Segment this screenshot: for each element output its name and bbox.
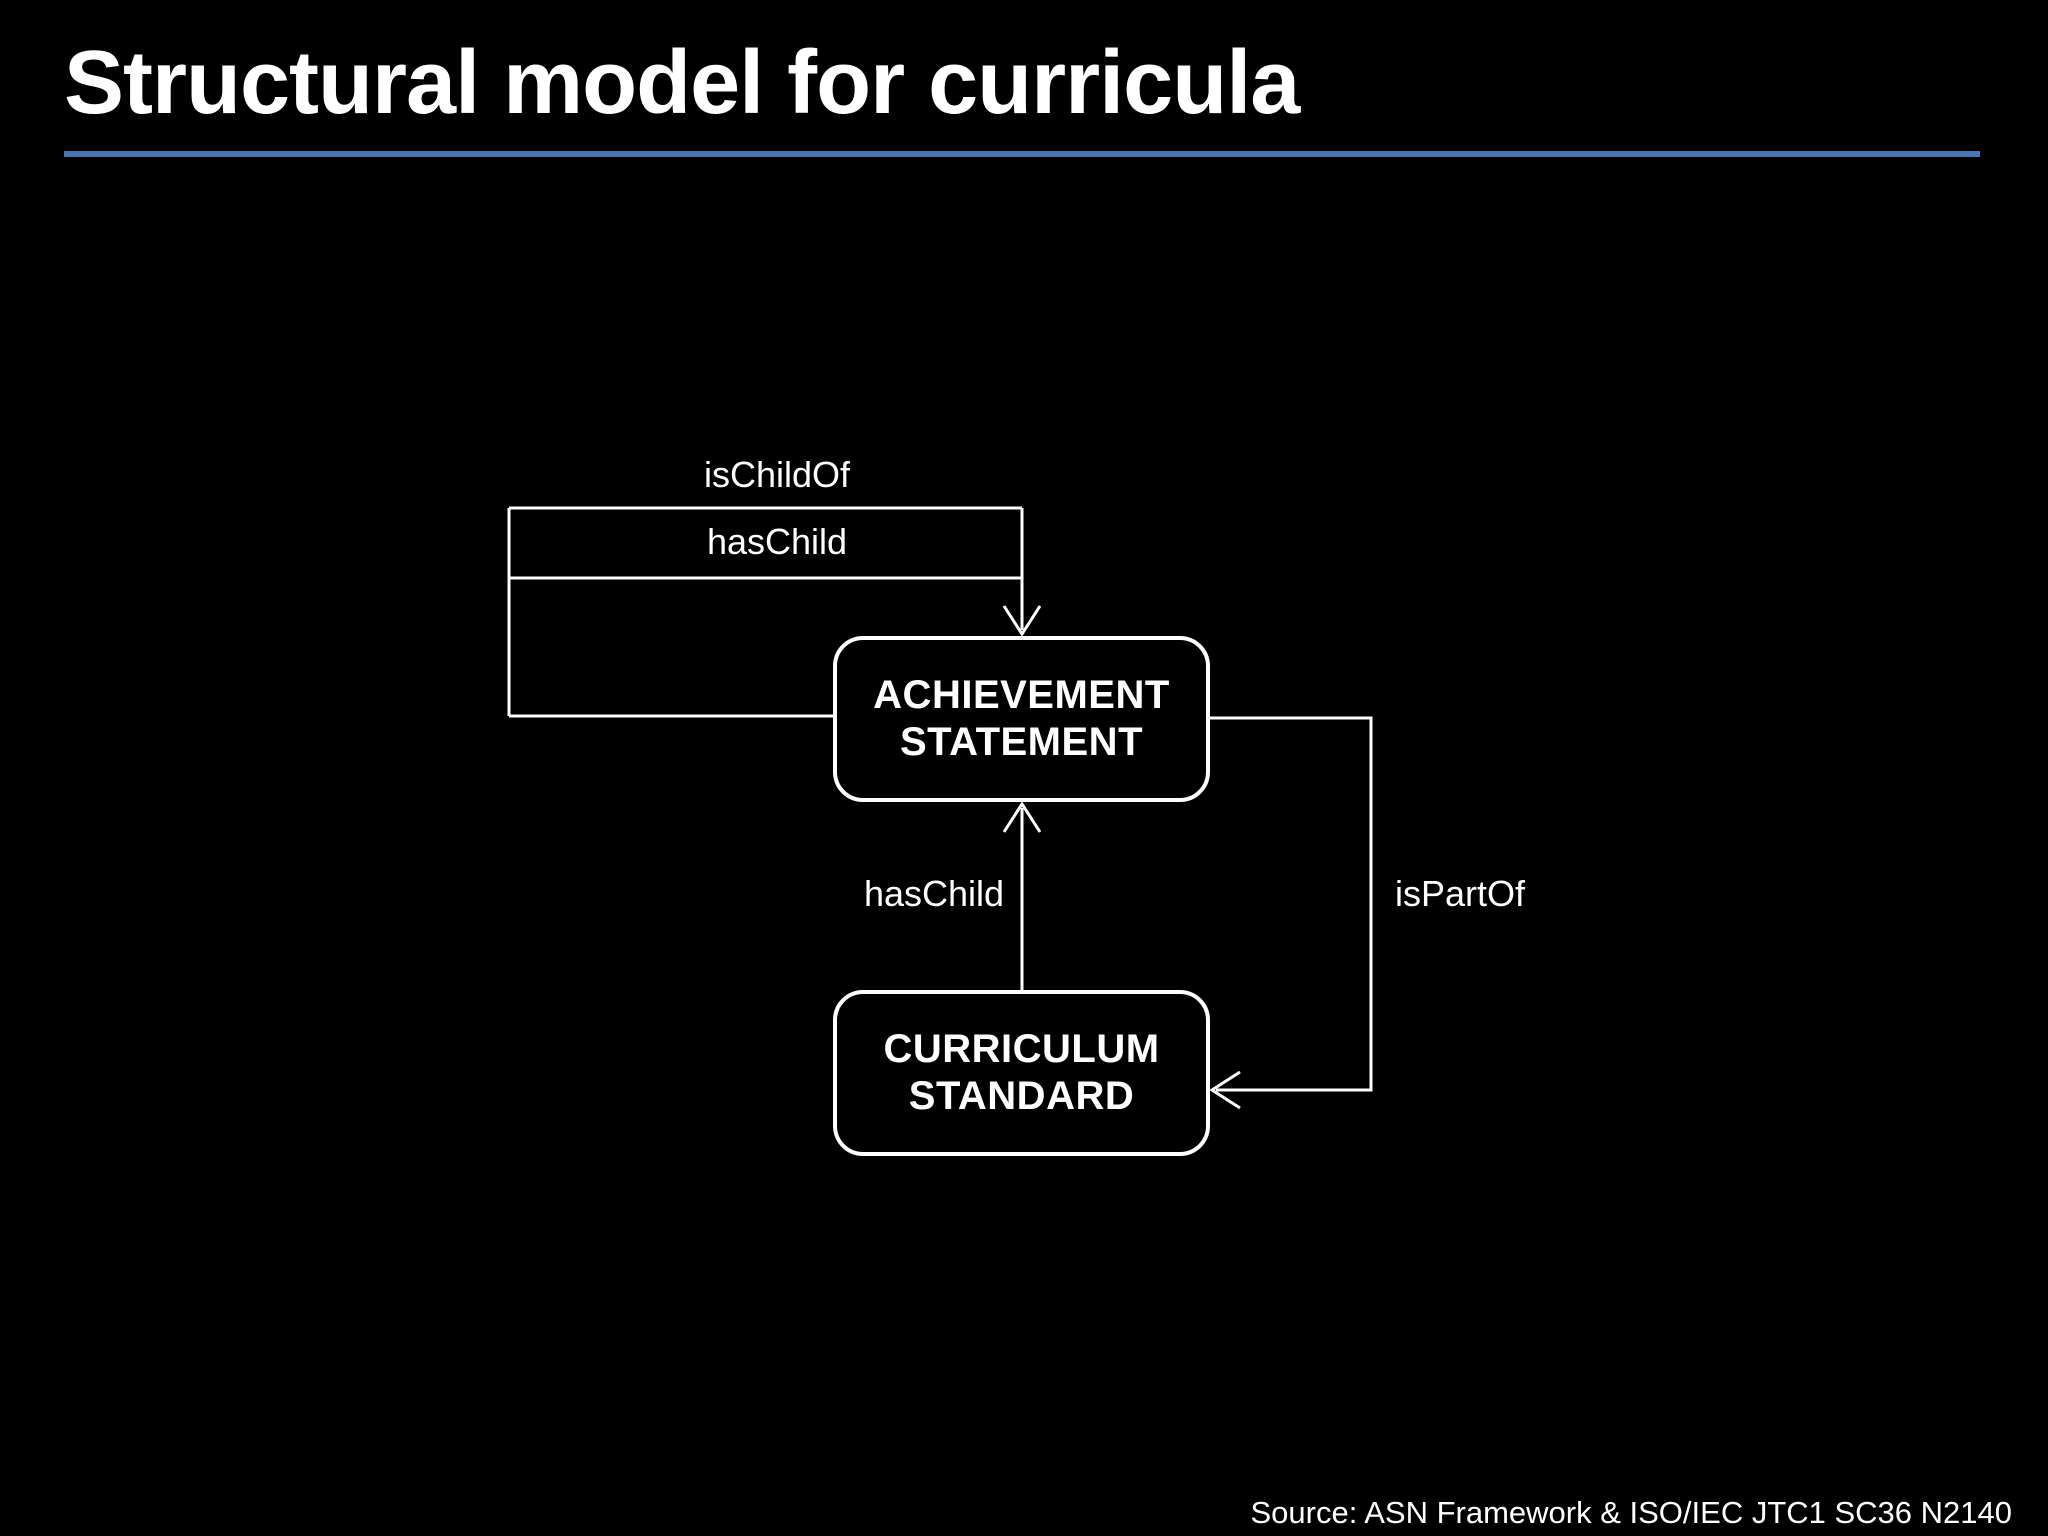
edge-label-haschild: hasChild [863, 873, 1005, 914]
node-curriculum-line1: CURRICULUM [883, 1027, 1160, 1071]
node-curriculum-standard: CURRICULUM STANDARD [833, 990, 1210, 1156]
node-achievement-statement: ACHIEVEMENT STATEMENT [833, 636, 1210, 802]
self-loop-edge-lines [507, 506, 1024, 718]
title-underline-divider [64, 151, 1980, 157]
node-curriculum-line2: STANDARD [908, 1074, 1135, 1118]
arrowhead-down-icon [1002, 605, 1042, 637]
arrowhead-up-icon [1002, 801, 1042, 833]
source-citation: Source: ASN Framework & ISO/IEC JTC1 SC3… [1250, 1495, 2013, 1530]
edge-label-ischildof: isChildOf [703, 454, 851, 495]
edge-label-ispartof: isPartOf [1395, 873, 1526, 914]
page-title: Structural model for curricula [64, 33, 1300, 133]
node-achievement-line1: ACHIEVEMENT [873, 673, 1170, 717]
ispartof-edge-line [1210, 716, 1373, 1092]
edge-label-haschild-loop: hasChild [706, 521, 848, 562]
arrowhead-left-icon [1209, 1070, 1241, 1110]
node-achievement-line2: STATEMENT [900, 720, 1143, 764]
